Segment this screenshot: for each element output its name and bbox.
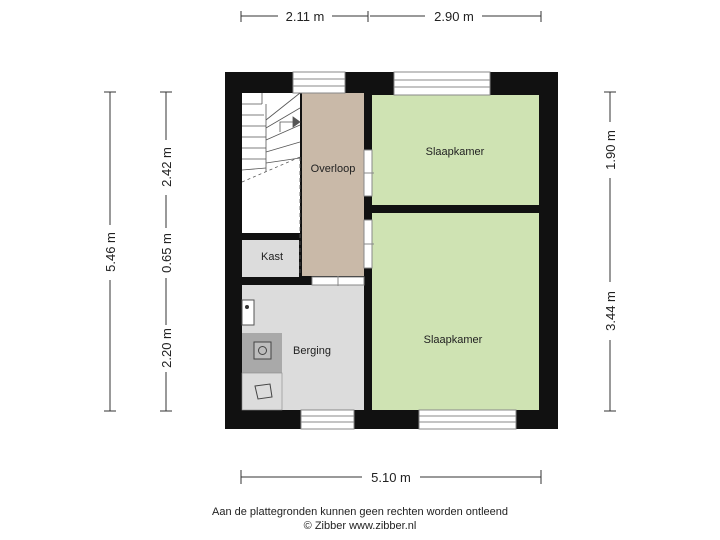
room-slaapkamer-bottom (372, 213, 539, 410)
label-slaapkamer-bottom: Slaapkamer (424, 334, 483, 346)
room-kast (242, 240, 299, 277)
label-kast: Kast (261, 251, 283, 263)
windows (292, 71, 517, 430)
stair-step (265, 92, 301, 121)
staircase (241, 92, 301, 275)
boiler-icon (245, 305, 249, 309)
dimension-lines (104, 11, 616, 484)
label-overloop: Overloop (311, 163, 356, 175)
stair-step (265, 141, 301, 153)
dim-right-upper: 1.90 m (603, 130, 618, 170)
berging-fixtures (241, 299, 283, 411)
room-slaapkamer-top (372, 95, 539, 205)
boiler (241, 299, 255, 326)
laundry-basket-icon (254, 383, 273, 400)
label-berging: Berging (293, 345, 331, 357)
stair-step (241, 167, 267, 171)
dim-bottom: 5.10 m (371, 470, 411, 485)
copyright-text: © Zibber www.zibber.nl (303, 520, 417, 532)
dim-left-total: 5.46 m (103, 232, 118, 272)
room-overloop (302, 93, 364, 276)
stair-step (265, 157, 301, 164)
footer: Aan de plattegronden kunnen geen rechten… (0, 505, 720, 533)
window-bottom-left (300, 409, 355, 430)
label-slaapkamer-top: Slaapkamer (426, 146, 485, 158)
dim-left-middle: 0.65 m (159, 233, 174, 273)
dim-left-lower: 2.20 m (159, 328, 174, 368)
dim-left-upper: 2.42 m (159, 147, 174, 187)
interior-doors (311, 149, 374, 286)
window-top-left (292, 71, 346, 94)
dim-top-left: 2.11 m (286, 9, 325, 24)
stair-cut-line (241, 156, 301, 183)
dim-top-right: 2.90 m (434, 9, 474, 24)
disclaimer-text: Aan de plattegronden kunnen geen rechten… (211, 506, 508, 518)
stair-arrow-icon (292, 116, 301, 128)
stairwell (242, 93, 300, 233)
washing-machine-icon (253, 341, 272, 360)
washing-machine-drum (258, 346, 267, 355)
stair-step (265, 124, 301, 141)
window-top-right (393, 71, 491, 96)
stair-step (265, 107, 301, 129)
dim-right-lower: 3.44 m (603, 291, 618, 331)
laundry-basket (241, 372, 283, 411)
window-bottom-right (418, 409, 517, 430)
